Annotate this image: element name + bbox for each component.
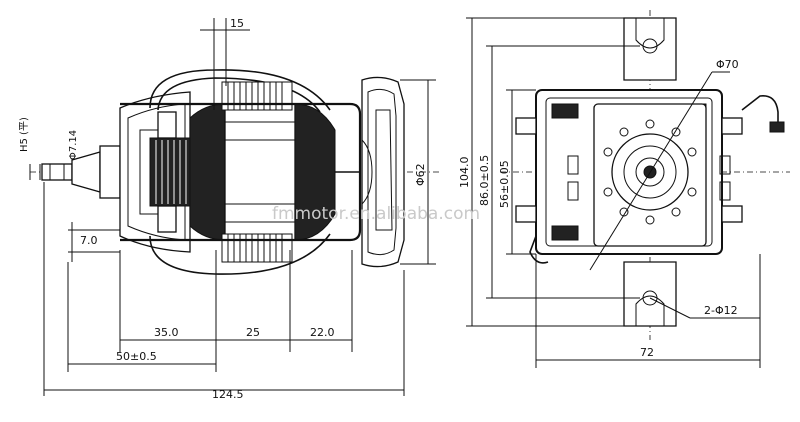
dim-22-label: 22.0 [310, 326, 335, 339]
dim-phi62: Φ62 [400, 79, 436, 265]
dim-50-label: 50±0.5 [116, 350, 157, 363]
commutator [149, 111, 191, 233]
dim-104: 104.0 [458, 17, 624, 327]
dim-7: 7.0 [68, 222, 120, 262]
stator-stack [221, 81, 293, 263]
dim-72-label: 72 [640, 346, 654, 359]
wire-terminal-right [769, 121, 785, 133]
lead-wire-right [741, 95, 779, 126]
dim-phi70: Φ70 [589, 58, 739, 271]
dim-hole-label: 2-Φ12 [704, 304, 738, 317]
dim-35-label: 35.0 [154, 326, 179, 339]
side-view: 15 H5 (平) Φ7.14 7.0 35.0 25 22.0 [19, 17, 440, 401]
flat-h5-label: H5 (平) [19, 117, 30, 152]
dim-25-label: 25 [246, 326, 260, 339]
dim-104-label: 104.0 [458, 157, 471, 189]
dim-72: 72 [535, 254, 761, 368]
dim-1245-label: 124.5 [212, 388, 244, 401]
dim-86: 86.0±0.5 [478, 45, 640, 299]
lead-wire-top-inner [157, 77, 321, 113]
dim-50: 50±0.5 [67, 262, 217, 372]
dim-shaft: H5 (平) Φ7.14 [19, 117, 79, 180]
dim-phi62-label: Φ62 [414, 163, 427, 186]
lead-wire-bottom [149, 233, 331, 275]
dim-phi70-label: Φ70 [716, 58, 739, 71]
dim-15: 15 [200, 17, 250, 110]
dim-row-1: 35.0 25 22.0 [119, 250, 353, 352]
dim-56: 56±0.05 [498, 89, 536, 255]
lead-wire-top [149, 69, 331, 111]
armature [189, 103, 336, 241]
watermark: fmmotor.en.alibaba.com [272, 204, 480, 224]
fan [361, 76, 405, 268]
top-mount-tab [623, 17, 677, 81]
shaft [41, 145, 121, 199]
dim-56-label: 56±0.05 [498, 160, 511, 208]
dim-86-label: 86.0±0.5 [478, 155, 491, 206]
dim-15-label: 15 [230, 17, 244, 30]
shaft-dia-label: Φ7.14 [68, 130, 79, 160]
dim-hole: 2-Φ12 [649, 297, 760, 319]
dim-7-label: 7.0 [80, 234, 98, 247]
dim-1245: 124.5 [43, 182, 405, 401]
front-view: Φ70 104.0 86.0±0.5 56±0.05 2-Φ12 [458, 10, 790, 368]
vent-holes [603, 119, 697, 225]
bottom-mount-tab [623, 261, 677, 327]
